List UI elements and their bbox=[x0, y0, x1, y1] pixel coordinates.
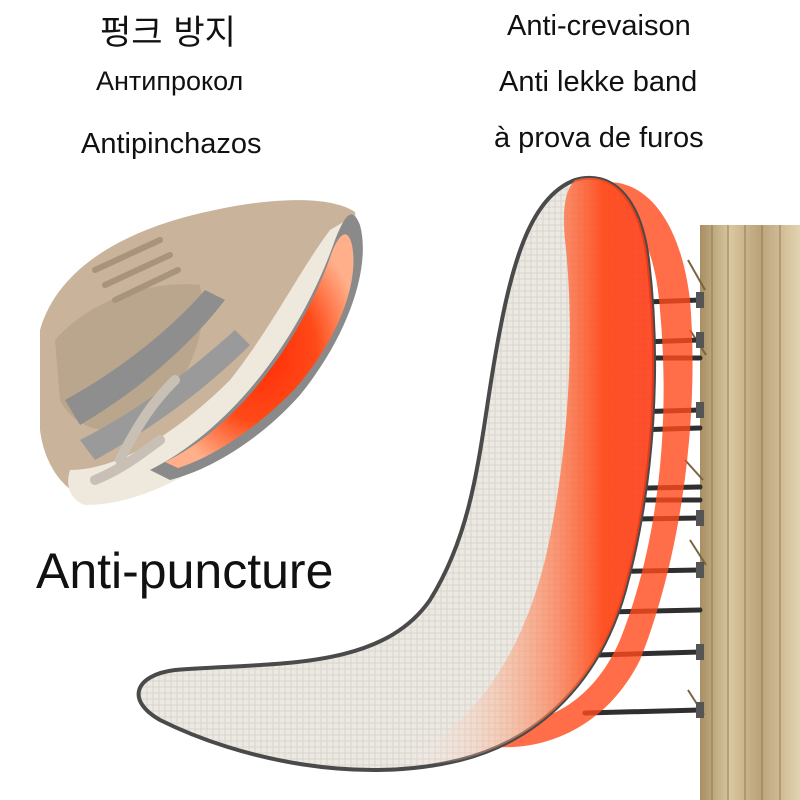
label-korean: 펑크 방지 bbox=[100, 13, 236, 53]
insole-illustration bbox=[136, 175, 693, 773]
label-dutch: Anti lekke band bbox=[499, 66, 698, 98]
label-french: Anti-crevaison bbox=[507, 10, 691, 42]
label-spanish: Antipinchazos bbox=[81, 128, 262, 160]
shoe-illustration bbox=[40, 200, 363, 505]
headline: Anti-puncture bbox=[36, 543, 334, 599]
label-russian: Антипрокол bbox=[96, 66, 244, 96]
label-portuguese: à prova de furos bbox=[494, 122, 704, 154]
